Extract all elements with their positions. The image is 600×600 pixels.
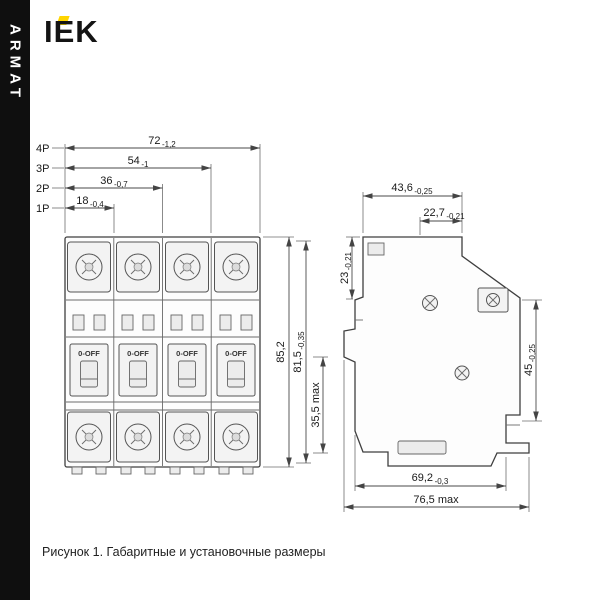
side-view [343, 236, 530, 467]
dim-value-1p: 18-0,4 [76, 195, 104, 209]
dim-value-355max: 35,5 max [310, 382, 322, 428]
logo-text: IEK [44, 14, 99, 49]
din-clip-slider[interactable] [397, 440, 447, 455]
dim-value-3p: 54-1 [128, 155, 149, 169]
dim-value-227: 22,7-0,21 [423, 207, 465, 221]
figure-caption: Рисунок 1. Габаритные и установочные раз… [42, 545, 326, 559]
pole-label-4p: 4P [36, 143, 49, 155]
pole-label-1p: 1P [36, 203, 49, 215]
dim-value-2p: 36-0,7 [100, 175, 128, 189]
front-top-dimensions: 4P 3P 2P 1P 72-1,2 54-1 36-0,7 18-0,4 [36, 135, 261, 233]
module-1 [67, 241, 111, 475]
side-dimensions: 43,6-0,25 22,7-0,21 23-0,21 45-0,25 69,2… [339, 182, 542, 512]
front-view [64, 236, 261, 475]
side-profile-outline [343, 236, 530, 467]
dim-value-692: 69,2-0,3 [412, 472, 449, 486]
module-dividers [113, 238, 212, 466]
pole-label-3p: 3P [36, 163, 49, 175]
dim-value-852: 85,2 [275, 341, 287, 362]
module-2 [116, 241, 160, 475]
module-4 [214, 241, 258, 475]
dim-value-765max: 76,5 max [413, 494, 459, 506]
dim-value-436: 43,6-0,25 [391, 182, 433, 196]
side-terminal-slot [367, 242, 385, 256]
dim-value-45: 45-0,25 [523, 343, 537, 376]
brand-sidebar: ARMAT [0, 0, 30, 600]
iek-logo: IEK [44, 14, 99, 56]
dimensional-drawing: 0-OFF [36, 135, 542, 512]
brand-vertical-label: ARMAT [6, 24, 24, 103]
front-height-dimensions: 85,2 81,5-0,35 35,5 max [263, 236, 328, 468]
pole-label-2p: 2P [36, 183, 49, 195]
dim-value-815: 81,5-0,35 [292, 331, 306, 373]
dim-value-4p: 72-1,2 [148, 135, 176, 149]
module-3 [165, 241, 209, 475]
dim-value-23: 23-0,21 [339, 251, 353, 284]
